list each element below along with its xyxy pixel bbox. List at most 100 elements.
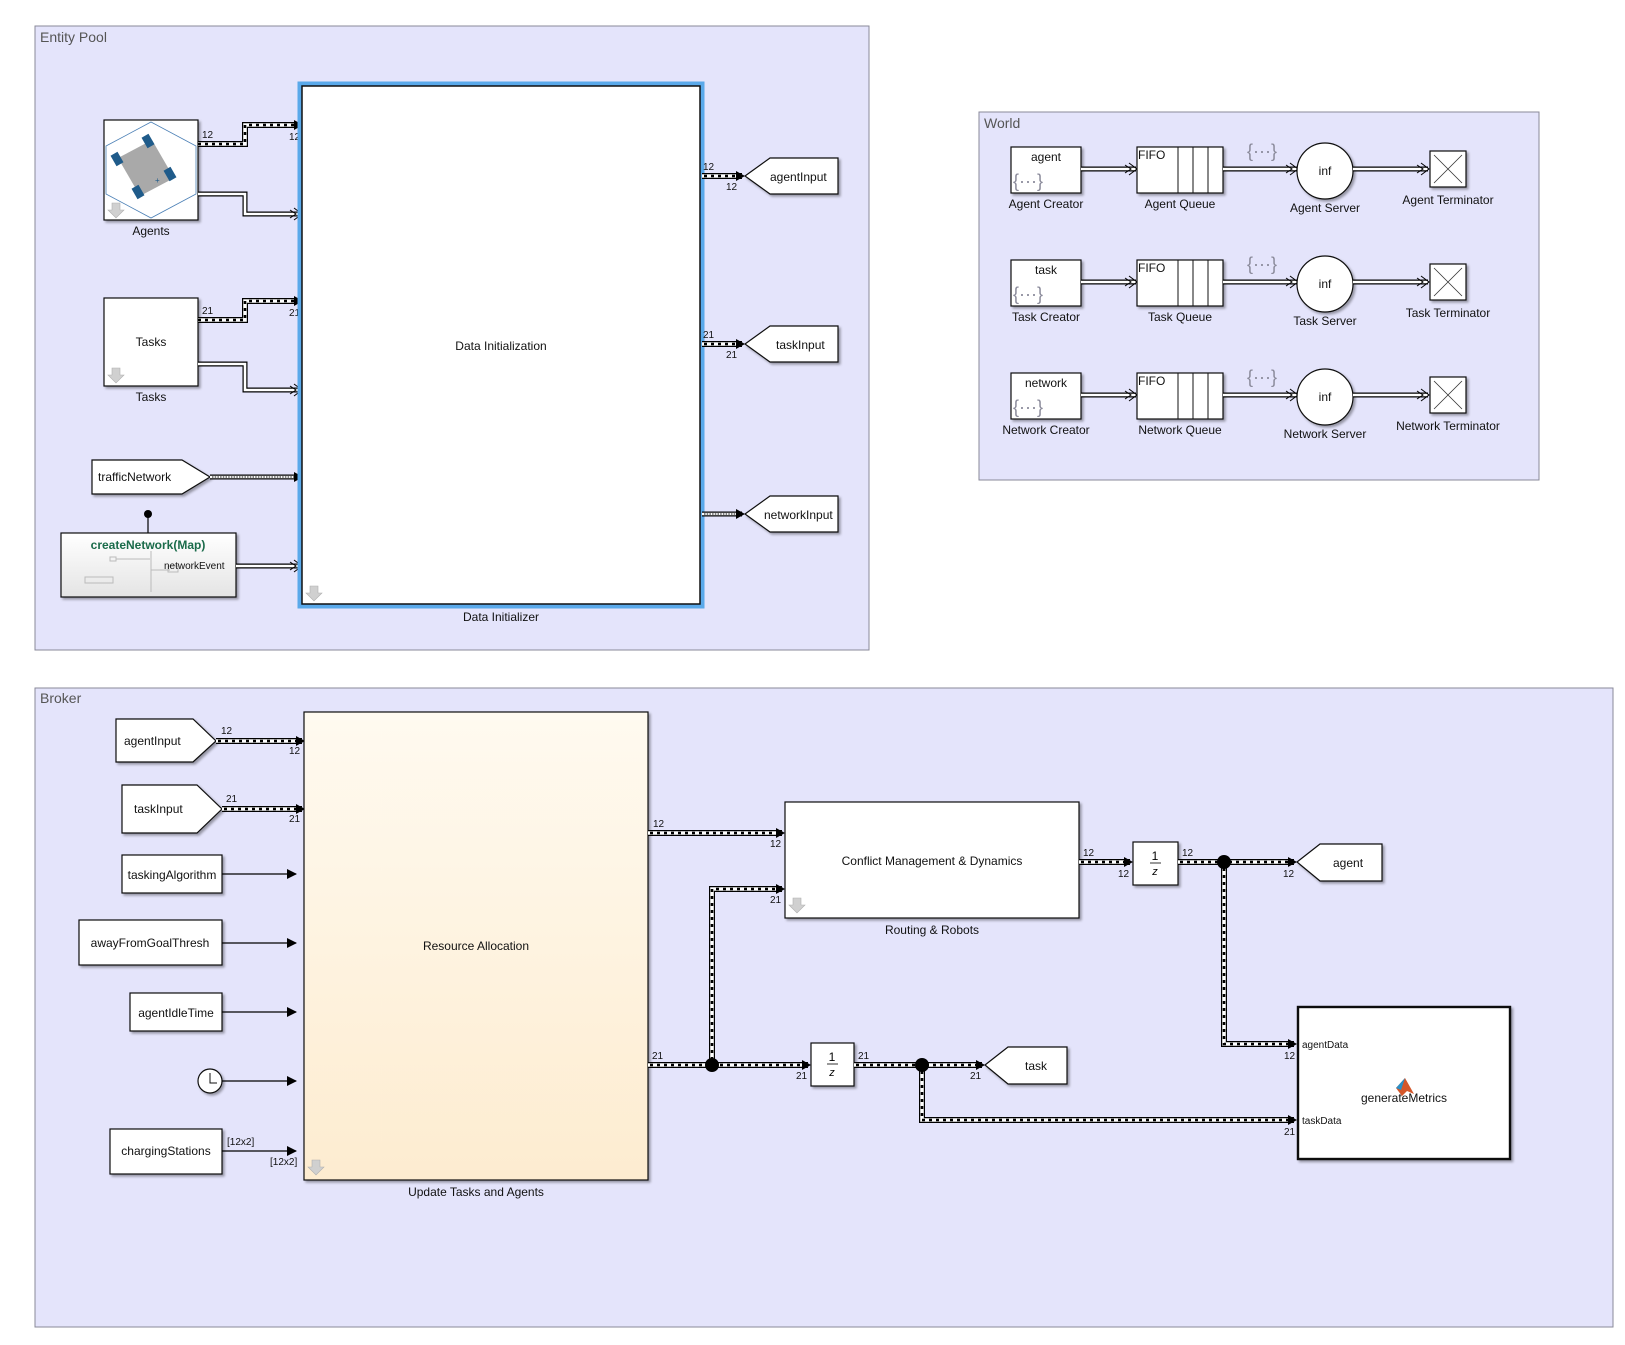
dim-label: 21 <box>858 1051 870 1062</box>
entity-brace-icon: {···} <box>1013 397 1043 417</box>
traffic-network-label: trafficNetwork <box>98 470 172 484</box>
delay-denominator: z <box>1151 866 1158 878</box>
entity-line[interactable] <box>1223 162 1299 176</box>
signal-task-input-out[interactable]: 21 21 <box>702 330 745 361</box>
dim-label: 12 <box>1283 869 1295 880</box>
signal-broker-agent-input[interactable]: 12 12 <box>216 726 305 757</box>
entity-line-network-event[interactable] <box>236 559 303 573</box>
constant-charging-stations[interactable]: chargingStations <box>109 1128 223 1175</box>
creator-label: Task Creator <box>1012 310 1080 324</box>
signal-agents-bus[interactable]: 12 12 <box>198 120 303 147</box>
goto-task[interactable]: task <box>984 1046 1068 1085</box>
tasks-block[interactable]: Tasks Tasks <box>103 297 199 404</box>
branch-point <box>915 1058 929 1072</box>
constant-label: agentIdleTime <box>138 1006 214 1020</box>
goto-network-input[interactable]: networkInput <box>743 495 839 533</box>
entity-line[interactable] <box>1081 162 1138 176</box>
port-label: taskData <box>1302 1116 1342 1127</box>
dim-label: 12 <box>1182 848 1194 859</box>
dim-label: 12 <box>289 746 301 757</box>
goto-label: agent <box>1333 856 1364 870</box>
signal-agent-input-out[interactable]: 12 12 <box>702 162 745 193</box>
update-tasks-agents-label: Update Tasks and Agents <box>408 1185 544 1199</box>
agents-block[interactable]: + Agents <box>103 119 199 238</box>
entity-terminator-block[interactable]: Task Terminator <box>1406 263 1490 320</box>
dim-label: 21 <box>1284 1127 1296 1138</box>
entity-line[interactable] <box>1353 388 1430 402</box>
area-title-broker: Broker <box>40 690 82 706</box>
data-initialization-title: Data Initialization <box>455 339 546 353</box>
unit-delay-agent[interactable]: 1 z <box>1132 841 1179 886</box>
dim-label: 21 <box>226 794 238 805</box>
entity-generator-block[interactable]: agent{···}Agent Creator <box>1009 146 1084 211</box>
entity-terminator-block[interactable]: Network Terminator <box>1396 376 1500 433</box>
signal-routing-to-delay[interactable]: 12 12 <box>1079 848 1133 880</box>
goto-task-input[interactable]: taskInput <box>743 325 839 363</box>
dim-label: 12 <box>1118 869 1130 880</box>
tasks-label: Tasks <box>136 390 167 404</box>
from-task-input[interactable]: taskInput <box>121 784 223 834</box>
routing-robots-block[interactable]: Conflict Management & Dynamics Routing &… <box>784 801 1080 937</box>
dim-label: 21 <box>289 308 301 319</box>
signal-charging-stations[interactable]: [12x2] [12x2] <box>222 1137 297 1168</box>
entity-generator-block[interactable]: task{···}Task Creator <box>1010 259 1082 324</box>
traffic-network-from-block[interactable]: trafficNetwork <box>91 459 212 495</box>
creator-label: Agent Creator <box>1009 197 1084 211</box>
generate-metrics-block[interactable]: agentData taskData generateMetrics <box>1296 1005 1512 1161</box>
dim-label: 12 <box>202 130 214 141</box>
subsystem-arrow-icon <box>107 367 125 384</box>
signal-ra-agents-to-routing[interactable]: 12 12 <box>648 819 785 850</box>
entity-line[interactable] <box>1223 275 1299 289</box>
constant-label: chargingStations <box>121 1144 210 1158</box>
dim-label: [12x2] <box>227 1137 254 1148</box>
queue-policy: FIFO <box>1138 261 1165 275</box>
entity-line[interactable] <box>1353 162 1430 176</box>
delay-numerator: 1 <box>829 1050 836 1064</box>
data-initializer-block[interactable]: Data Initialization Data Initializer <box>297 81 705 624</box>
from-agent-input[interactable]: agentInput <box>115 718 217 763</box>
terminator-label: Task Terminator <box>1406 306 1490 320</box>
signal-delay-agent-out[interactable]: 12 12 12 <box>1178 848 1297 1062</box>
dim-label: 12 <box>1284 1051 1296 1062</box>
dim-label: 12 <box>221 726 233 737</box>
constant-agent-idle-time[interactable]: agentIdleTime <box>129 992 223 1032</box>
entity-brace-icon: {···} <box>1247 141 1277 161</box>
server-label: Network Server <box>1284 427 1367 441</box>
creator-entity-type: network <box>1025 376 1068 390</box>
area-title-world: World <box>984 115 1020 131</box>
dim-label: 21 <box>726 350 738 361</box>
branch-point <box>705 1058 719 1072</box>
resource-allocation-block[interactable]: Resource Allocation Update Tasks and Age… <box>303 711 649 1199</box>
create-network-block[interactable]: createNetwork(Map) networkEvent <box>60 532 237 598</box>
signal-broker-task-input[interactable]: 21 21 <box>222 794 305 825</box>
constant-away-from-goal-thresh[interactable]: awayFromGoalThresh <box>78 919 223 966</box>
unit-delay-task[interactable]: 1 z <box>810 1042 855 1087</box>
entity-terminator-block[interactable]: Agent Terminator <box>1402 150 1494 207</box>
signal-network-input-out[interactable] <box>702 509 745 519</box>
clock-block[interactable] <box>197 1068 223 1094</box>
entity-generator-block[interactable]: network{···}Network Creator <box>1002 372 1090 437</box>
entity-line[interactable] <box>1353 275 1430 289</box>
goto-agent[interactable]: agent <box>1296 843 1383 882</box>
constant-tasking-algorithm[interactable]: taskingAlgorithm <box>121 854 223 894</box>
dim-label: 12 <box>770 839 782 850</box>
dim-label: 12 <box>703 162 715 173</box>
dim-label: 21 <box>770 895 782 906</box>
goto-agent-input[interactable]: agentInput <box>743 157 839 195</box>
signal-ra-tasks[interactable]: 21 21 21 <box>648 884 811 1082</box>
robot-icon: + <box>105 121 197 219</box>
dim-label: 21 <box>289 814 301 825</box>
signal-delay-task-out[interactable]: 21 21 21 <box>854 1051 1297 1138</box>
entity-line[interactable] <box>1081 388 1138 402</box>
server-capacity: inf <box>1319 164 1332 178</box>
from-label: agentInput <box>124 734 181 748</box>
server-label: Agent Server <box>1290 201 1360 215</box>
creator-entity-type: agent <box>1031 150 1062 164</box>
